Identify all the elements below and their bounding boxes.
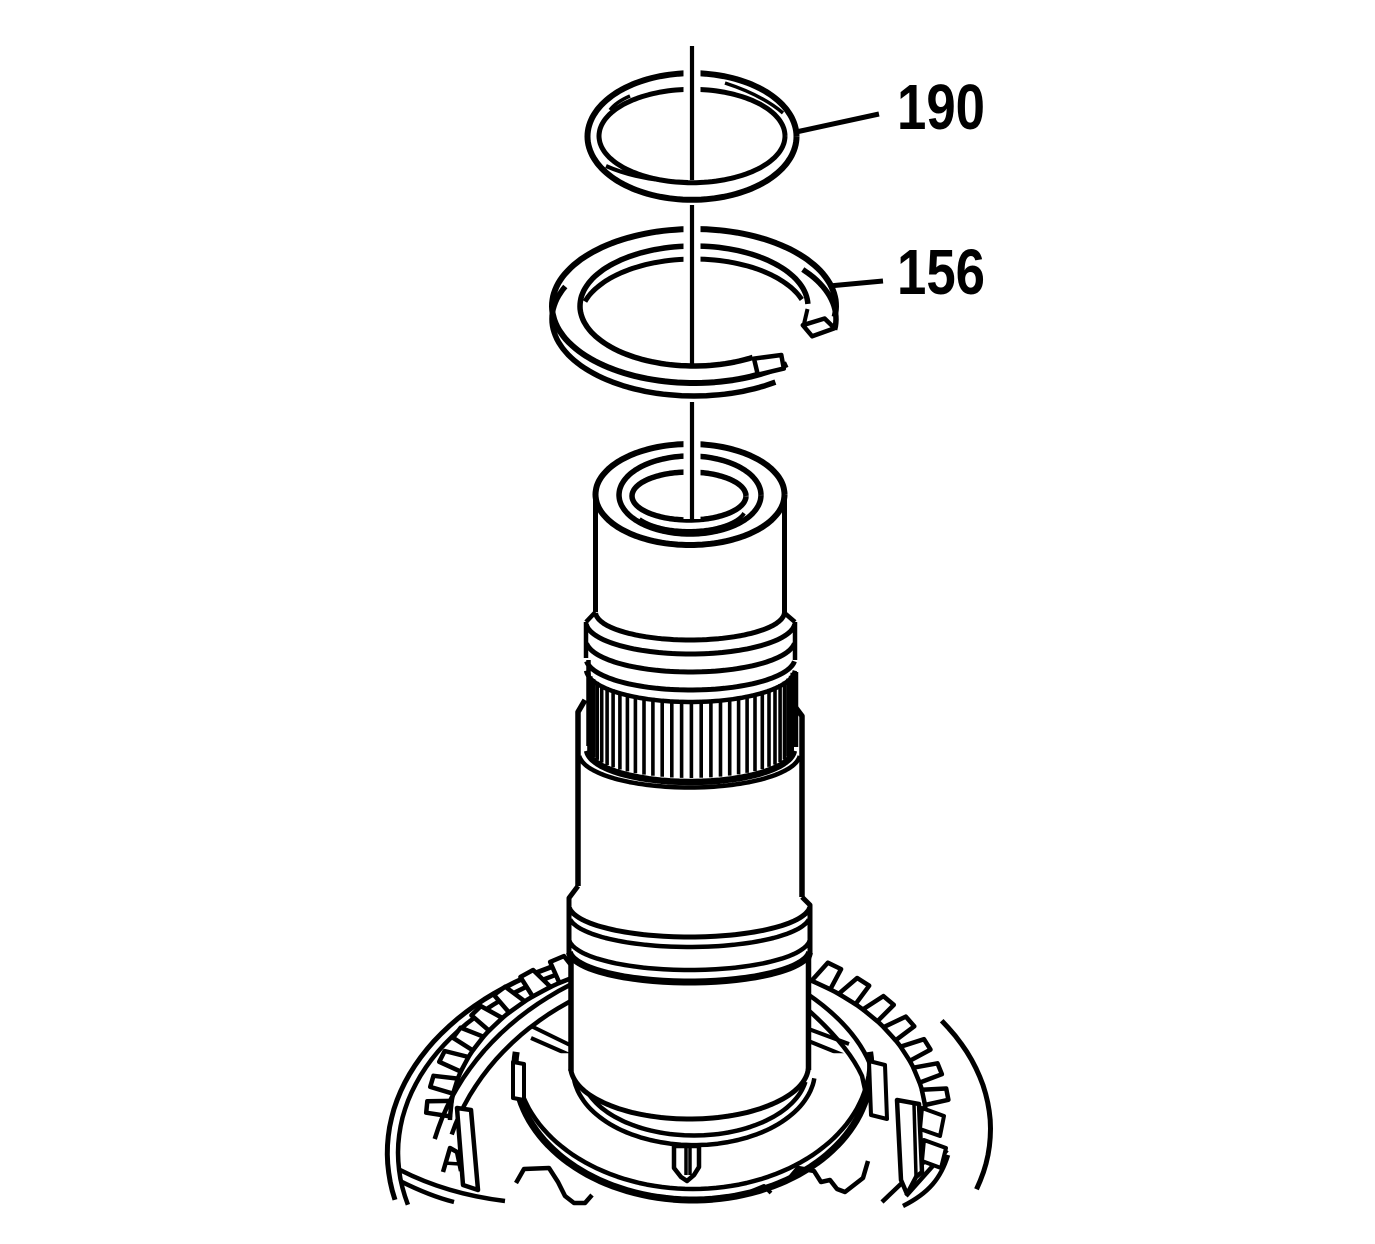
svg-text:156: 156	[897, 236, 985, 308]
svg-text:190: 190	[897, 71, 985, 143]
